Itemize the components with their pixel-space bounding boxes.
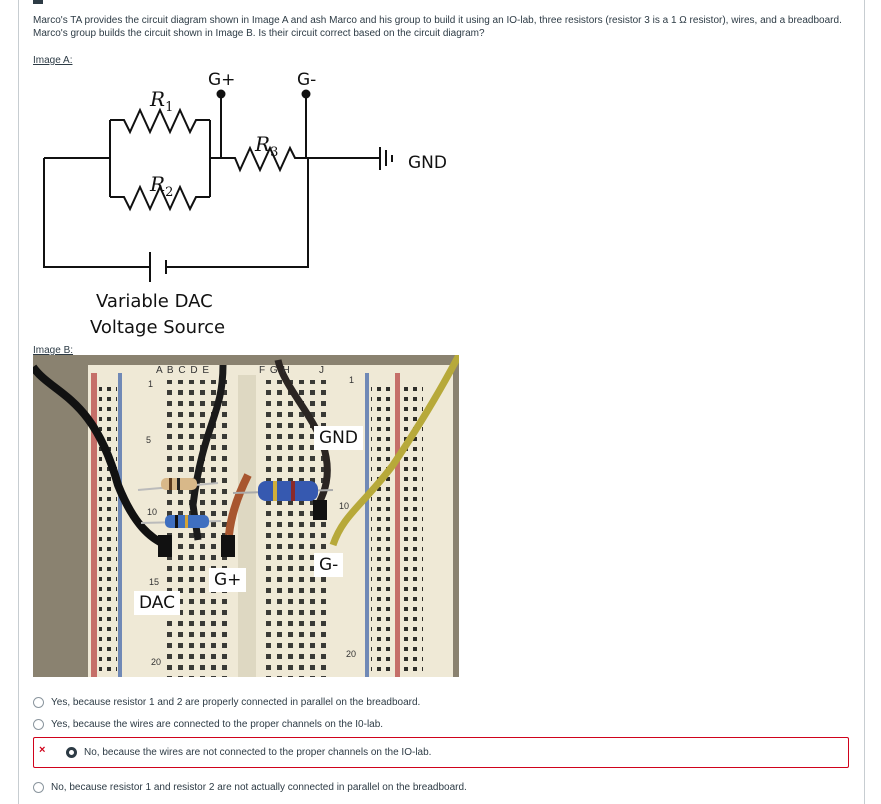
diagram-r2-label: R2: [150, 172, 174, 200]
answer-option-3[interactable]: No, because the wires are not connected …: [66, 742, 431, 762]
gminus-terminal-dot: [301, 89, 311, 99]
circuit-diagram: G+ G- R1 R2 R3 GND Variable DAC Voltage …: [30, 62, 490, 347]
answer-4-text: No, because resistor 1 and resistor 2 ar…: [51, 781, 467, 793]
answer-2-text: Yes, because the wires are connected to …: [51, 718, 384, 730]
photo-gminus-label: G-: [314, 553, 344, 577]
answer-4-radio[interactable]: [33, 781, 44, 793]
answer-option-4[interactable]: No, because resistor 1 and resistor 2 ar…: [33, 777, 467, 797]
photo-gnd-label: GND: [314, 426, 363, 450]
quiz-frame-left-border: [18, 0, 19, 804]
diagram-r1-label: R1: [150, 87, 174, 115]
photo-gplus-label: G+: [209, 568, 247, 592]
question-text: Marco's TA provides the circuit diagram …: [33, 15, 842, 39]
right-row-number-10: 10: [339, 501, 350, 511]
question-corner-tab: [33, 0, 43, 4]
photo-dac-label: DAC: [134, 591, 180, 615]
incorrect-answer-highlight: [33, 737, 849, 768]
breadboard-photo: A B C D E F G H J 1 5 10 15 20 1 10 20 G…: [33, 355, 459, 677]
image-b-caption: Image B:: [33, 345, 74, 356]
gplus-terminal-dot: [216, 89, 226, 99]
answer-option-1[interactable]: Yes, because resistor 1 and 2 are proper…: [33, 692, 420, 712]
answer-3-radio[interactable]: [66, 746, 77, 758]
column-letters-left: A B C D E: [156, 365, 211, 376]
right-row-number-20: 20: [346, 649, 357, 659]
row-number-5: 5: [146, 435, 152, 445]
answer-2-radio[interactable]: [33, 718, 44, 730]
quiz-frame-right-border: [864, 0, 865, 804]
answer-option-2[interactable]: Yes, because the wires are connected to …: [33, 714, 383, 734]
row-number-10: 10: [147, 507, 158, 517]
breadboard-photo-drawing: [33, 355, 459, 677]
diagram-source-label-line2: Voltage Source: [90, 317, 226, 338]
answer-1-radio[interactable]: [33, 696, 44, 708]
column-letters-right: F G H: [259, 365, 291, 376]
diagram-gplus-label: G+: [208, 70, 236, 90]
circuit-diagram-lines: [43, 89, 393, 282]
answer-1-text: Yes, because resistor 1 and 2 are proper…: [51, 696, 421, 708]
row-number-20: 20: [151, 657, 162, 667]
column-letter-j: J: [319, 365, 324, 376]
diagram-gnd-label: GND: [408, 153, 447, 173]
right-row-number-1: 1: [349, 375, 355, 385]
diagram-gminus-label: G-: [297, 70, 317, 90]
diagram-source-label-line1: Variable DAC: [96, 291, 213, 312]
diagram-r3-label: R3: [255, 132, 279, 160]
row-number-1: 1: [148, 379, 154, 389]
image-a-caption: Image A:: [33, 55, 73, 66]
answer-3-text: No, because the wires are not connected …: [84, 746, 432, 758]
incorrect-x-icon: ×: [39, 744, 46, 756]
row-number-15: 15: [149, 577, 160, 587]
